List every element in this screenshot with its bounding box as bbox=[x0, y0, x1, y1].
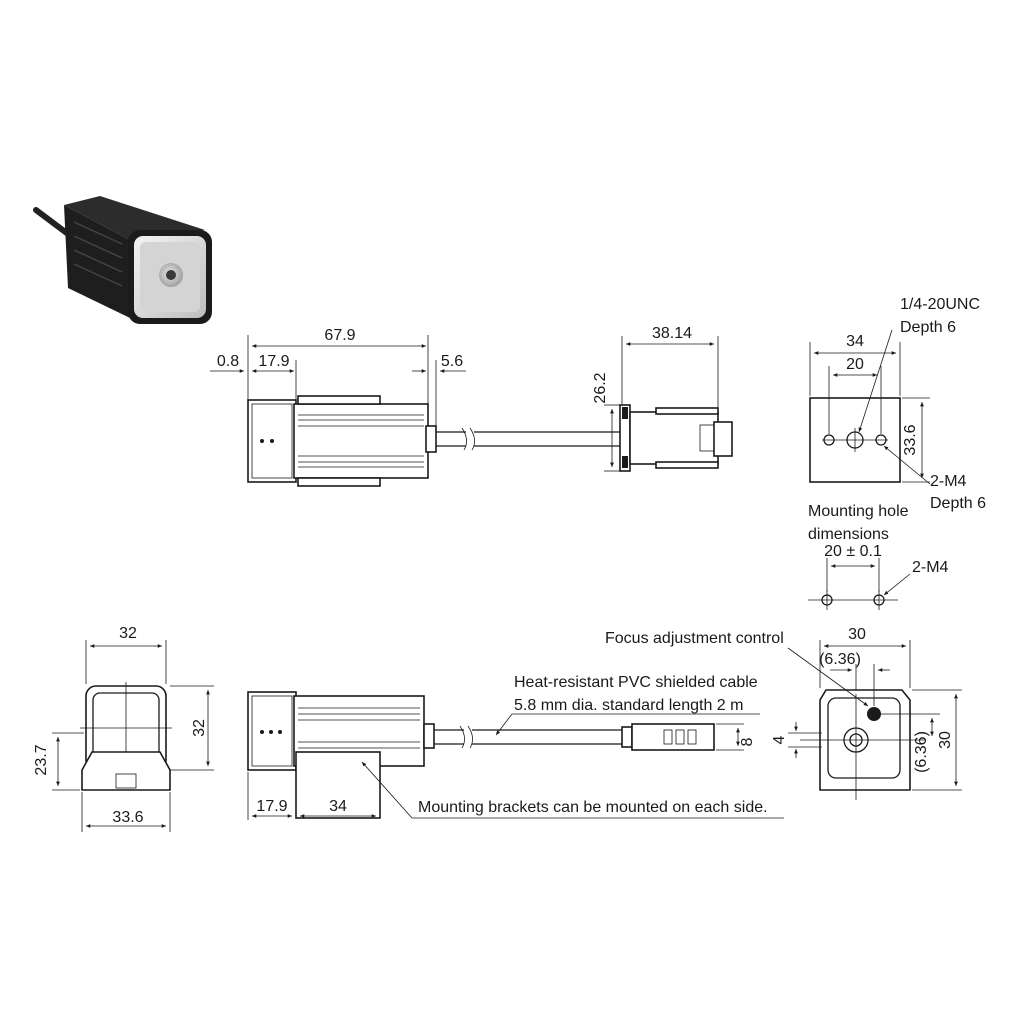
product-photo bbox=[33, 196, 212, 324]
focus-adjustment-label: Focus adjustment control bbox=[605, 630, 784, 647]
rear-view-width: 30 bbox=[848, 626, 866, 643]
mounting-hole-title-line1: Mounting hole bbox=[808, 503, 909, 520]
connector-dimensions: 38.14 26.2 bbox=[592, 325, 719, 472]
top-view-rear-length: 5.6 bbox=[441, 353, 463, 370]
thread-label-line2: Depth 6 bbox=[900, 319, 956, 336]
connector-height: 26.2 bbox=[592, 372, 609, 403]
mount-face-hole-spacing: 20 bbox=[846, 356, 864, 373]
front-view-width-top: 32 bbox=[119, 625, 137, 642]
front-view: 32 32 23.7 33.6 bbox=[33, 625, 214, 832]
rear-view-offset-vertical: (6.36) bbox=[913, 731, 930, 773]
mounting-hole-label: 2-M4 bbox=[912, 559, 949, 576]
thread-label-line1: 1/4-20UNC bbox=[900, 296, 980, 313]
m4-label-line1: 2-M4 bbox=[930, 473, 967, 490]
mounting-hole-title-line2: dimensions bbox=[808, 526, 889, 543]
cable-label-line1: Heat-resistant PVC shielded cable bbox=[514, 674, 758, 691]
mount-face-view: 34 20 33.6 1/4-20UNC Depth 6 2-M4 Depth … bbox=[809, 296, 986, 512]
rear-view-offset-horizontal: (6.36) bbox=[819, 651, 861, 668]
side-view: 8 17.9 34 Heat-resistant PVC shielded ca… bbox=[247, 674, 784, 820]
side-view-bracket-length: 34 bbox=[329, 798, 347, 815]
rear-view-height: 30 bbox=[937, 731, 954, 749]
front-view-width-bottom: 33.6 bbox=[112, 809, 143, 826]
side-view-front-length: 17.9 bbox=[256, 798, 287, 815]
top-view-front-length: 17.9 bbox=[258, 353, 289, 370]
rear-view-small-dim: 4 bbox=[771, 735, 788, 744]
cable-label-line2: 5.8 mm dia. standard length 2 m bbox=[514, 697, 743, 714]
top-view bbox=[247, 395, 733, 487]
front-view-bracket-height: 23.7 bbox=[33, 744, 50, 775]
connector-length: 38.14 bbox=[652, 325, 692, 342]
m4-label-line2: Depth 6 bbox=[930, 495, 986, 512]
mounting-hole-spacing: 20 ± 0.1 bbox=[824, 543, 882, 560]
top-view-front-gap: 0.8 bbox=[217, 353, 239, 370]
front-view-height: 32 bbox=[191, 719, 208, 737]
mount-face-width: 34 bbox=[846, 333, 864, 350]
top-view-total-length: 67.9 bbox=[324, 327, 355, 344]
mounting-hole-dimensions: Mounting hole dimensions 20 ± 0.1 2-M4 bbox=[808, 503, 949, 610]
top-view-dimensions: 67.9 17.9 0.8 5.6 bbox=[210, 327, 466, 426]
bracket-note: Mounting brackets can be mounted on each… bbox=[418, 799, 768, 816]
mount-face-height: 33.6 bbox=[902, 424, 919, 455]
side-view-connector-height: 8 bbox=[739, 737, 756, 746]
rear-view: Focus adjustment control 30 (6.36) 30 (6… bbox=[605, 626, 962, 800]
